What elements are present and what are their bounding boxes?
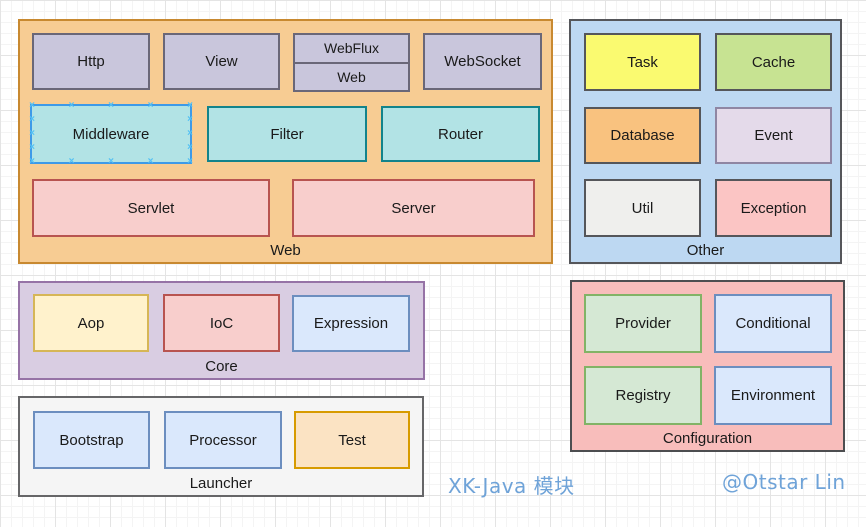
box-database[interactable]: Database [584,107,701,164]
box-websocket[interactable]: WebSocket [423,33,542,90]
author-credit[interactable]: @Otstar Lin [722,470,846,494]
box-conditional[interactable]: Conditional [714,294,832,353]
box-label: Provider [615,315,671,332]
box-label: Expression [313,315,389,332]
stack-cell-web[interactable]: Web [295,64,408,91]
group-launcher[interactable]: Bootstrap Processor Test Launcher [18,396,424,497]
box-label: IoC [209,314,234,332]
box-label: Test [338,431,366,449]
group-web[interactable]: Http View WebFlux Web WebSocket Middlewa… [18,19,553,264]
connection-point-icon[interactable]: × [187,156,193,167]
connection-point-icon[interactable]: × [68,100,75,111]
box-label: Filter [270,125,304,143]
connection-point-icon[interactable]: × [68,156,75,167]
box-router[interactable]: Router [381,106,540,162]
group-label-web: Web [270,242,301,259]
connection-point-icon[interactable]: × [29,100,35,111]
box-cache[interactable]: Cache [715,33,832,91]
box-label: View [205,53,238,70]
box-label: Conditional [735,315,811,332]
box-label: Web [337,68,366,85]
connection-point-icon[interactable]: × [29,156,35,167]
box-task[interactable]: Task [584,33,701,91]
box-event[interactable]: Event [715,107,832,164]
connection-point-icon[interactable]: × [108,156,114,167]
box-provider[interactable]: Provider [584,294,702,353]
connection-point-icon[interactable]: × [108,100,114,111]
box-registry[interactable]: Registry [584,366,702,425]
box-label: Exception [740,199,807,217]
stack-cell-webflux[interactable]: WebFlux [295,35,408,64]
connection-point-icon[interactable]: × [187,100,193,111]
group-configuration[interactable]: Provider Conditional Registry Environmen… [570,280,845,452]
connection-point-icon[interactable]: × [147,100,154,111]
box-label: Middleware [72,125,150,143]
box-label: Registry [615,387,671,404]
box-test[interactable]: Test [294,411,410,469]
box-filter[interactable]: Filter [207,106,367,162]
box-aop[interactable]: Aop [33,294,149,352]
group-label-launcher: Launcher [189,475,253,492]
box-environment[interactable]: Environment [714,366,832,425]
box-view[interactable]: View [163,33,280,90]
box-label: Database [610,127,675,144]
group-other[interactable]: Task Cache Database Event Util Exception… [569,19,842,264]
box-label: Cache [751,53,796,71]
group-label-configuration: Configuration [662,430,753,447]
connection-point-icon[interactable]: × [187,128,193,139]
box-label: Task [627,53,658,71]
box-webflux-web-stack[interactable]: WebFlux Web [293,33,410,92]
box-label: WebSocket [444,53,521,70]
connection-point-icon[interactable]: × [29,142,35,153]
diagram-title[interactable]: XK-Java 模块 [448,474,575,498]
box-servlet[interactable]: Servlet [32,179,270,237]
box-label: Servlet [127,199,175,217]
box-label: Aop [77,314,105,332]
box-middleware[interactable]: Middleware × × × × × × × × × × × × × × × × [29,100,193,167]
box-exception[interactable]: Exception [715,179,832,237]
box-label: Event [754,127,793,144]
connection-point-icon[interactable]: × [147,156,154,167]
box-bootstrap[interactable]: Bootstrap [33,411,150,469]
box-label: Http [77,53,105,70]
group-label-core: Core [205,358,238,375]
connection-point-icon[interactable]: × [187,114,193,125]
box-label: Util [631,199,654,217]
box-label: Bootstrap [59,431,124,449]
box-label: Processor [189,431,257,449]
box-label: Router [437,125,484,143]
box-processor[interactable]: Processor [164,411,282,469]
group-core[interactable]: Aop IoC Expression Core [18,281,425,380]
box-http[interactable]: Http [32,33,150,90]
box-util[interactable]: Util [584,179,701,237]
box-label: WebFlux [324,40,379,57]
box-ioc[interactable]: IoC [163,294,280,352]
group-label-other: Other [686,242,725,259]
box-server[interactable]: Server [292,179,535,237]
connection-point-icon[interactable]: × [29,114,35,125]
connection-point-icon[interactable]: × [29,128,35,139]
box-label: Environment [730,387,816,404]
box-expression[interactable]: Expression [292,295,410,352]
box-label: Server [391,199,436,217]
connection-point-icon[interactable]: × [187,142,193,153]
